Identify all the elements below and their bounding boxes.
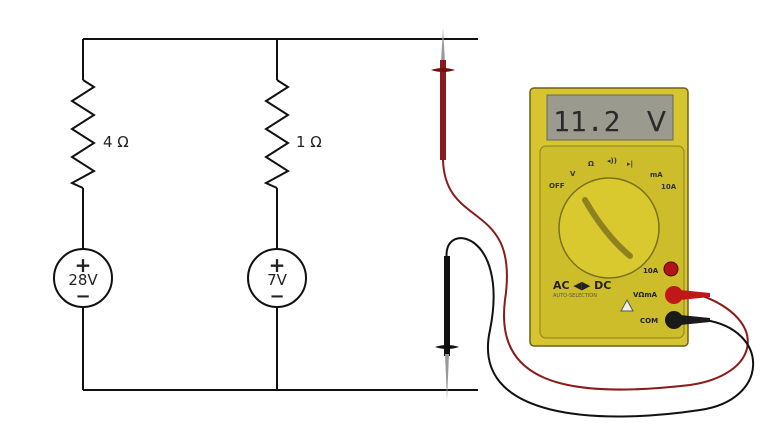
jack-label-10a: 10A — [643, 267, 659, 275]
black-lead-wire — [445, 237, 755, 418]
ac-dc-label: AC ◀▶ DC — [553, 279, 611, 292]
black-probe[interactable] — [435, 256, 459, 400]
dial-label-continuity: ◂)) — [607, 157, 617, 165]
resistor-1ohm — [263, 79, 290, 189]
resistor-label: 1 Ω — [296, 133, 322, 151]
minus-sign: − — [75, 286, 90, 307]
display-unit: V — [647, 105, 666, 138]
multimeter: 11.2 V OFF V Ω ◂)) ▸| mA 10A AC ◀▶ DC AU… — [529, 87, 710, 347]
dial-label-ohms: Ω — [588, 160, 594, 168]
plus-sign: + — [269, 253, 286, 277]
selector-dial[interactable] — [558, 177, 660, 279]
jack-10a[interactable] — [663, 261, 679, 277]
voltage-source-7v — [247, 248, 307, 308]
red-lead-wire — [442, 159, 749, 391]
red-lead-plug[interactable] — [665, 286, 710, 304]
source-label: 28V — [68, 271, 98, 289]
red-probe[interactable] — [431, 28, 455, 160]
source-label: 7V — [267, 271, 288, 289]
black-lead-plug[interactable] — [665, 311, 710, 329]
dial-label-ma: mA — [650, 171, 663, 179]
dial-label-off: OFF — [549, 182, 565, 190]
dial-label-10a: 10A — [661, 183, 677, 191]
auto-selection-label: AUTO-SELECTION — [553, 293, 597, 299]
voltage-source-28v — [53, 248, 113, 308]
plus-sign: + — [75, 253, 92, 277]
resistor-4ohm — [69, 79, 96, 189]
jack-label-com: COM — [640, 317, 658, 325]
minus-sign: − — [269, 286, 284, 307]
display-reading: 11.2 — [553, 105, 620, 138]
warning-icon — [620, 298, 634, 312]
dial-label-diode: ▸| — [627, 160, 633, 169]
multimeter-display — [546, 94, 674, 141]
dial-label-volts: V — [570, 170, 576, 178]
jack-label-vohm: VΩmA — [633, 291, 658, 299]
resistor-label: 4 Ω — [103, 133, 129, 151]
